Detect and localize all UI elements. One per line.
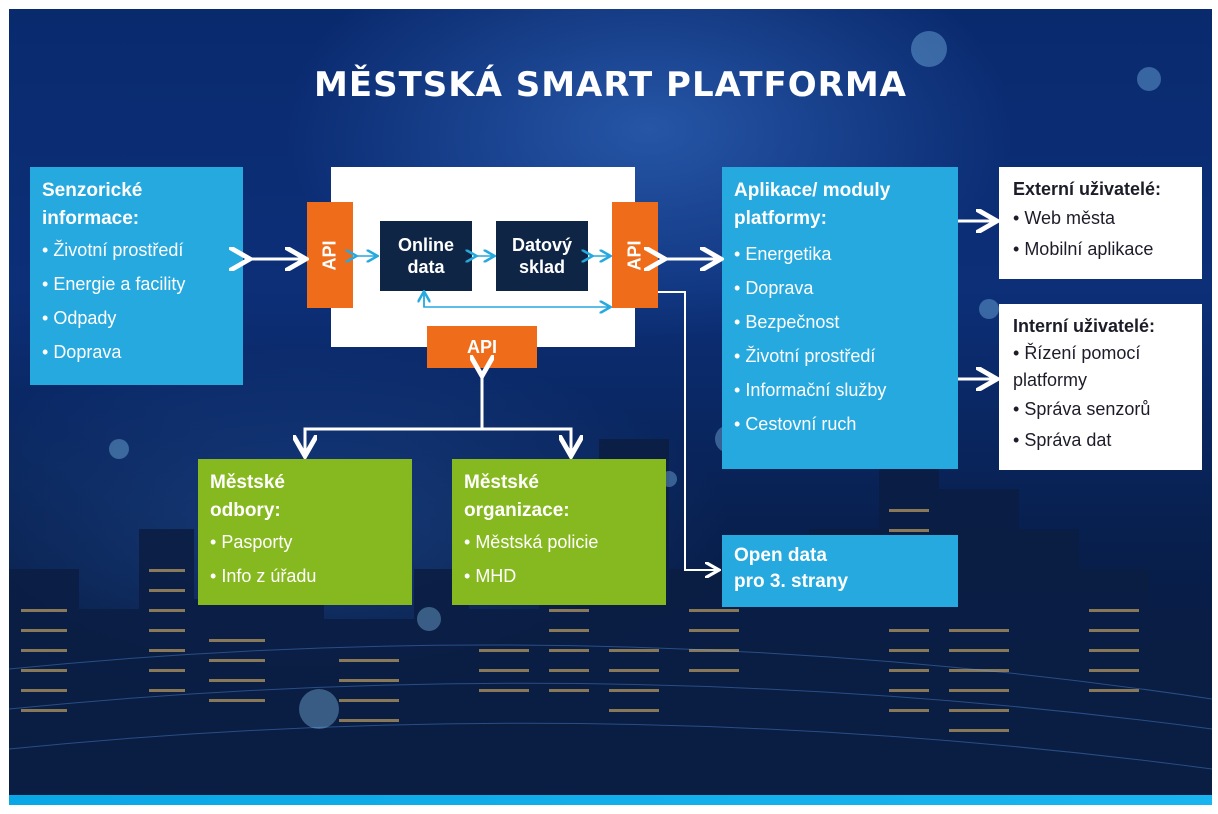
data-warehouse-label: Datový sklad: [511, 235, 573, 277]
app-item: Životní prostředí: [734, 339, 948, 373]
department-item: Info z úřadu: [210, 559, 402, 593]
apps-box: Aplikace/ moduly platformy: Energetika D…: [722, 167, 958, 469]
arrow-to-departments: [305, 427, 482, 453]
apps-list: Energetika Doprava Bezpečnost Životní pr…: [734, 237, 948, 441]
diagram-canvas: MĚSTSKÁ SMART PLATFORMA API API Online d…: [9, 9, 1212, 805]
internal-user-item: Řízení pomocí platformy: [1013, 340, 1163, 394]
bottom-accent-bar: [9, 795, 1212, 805]
departments-box: Městské odbory: Pasporty Info z úřadu: [198, 459, 412, 605]
city-skyline-background: [9, 31, 1212, 805]
app-item: Informační služby: [734, 373, 948, 407]
sensor-item: Energie a facility: [42, 267, 233, 301]
department-item: Pasporty: [210, 525, 402, 559]
external-users-box: Externí uživatelé: Web města Mobilní apl…: [999, 167, 1202, 279]
arrow-online-api-loop: [423, 295, 609, 307]
connectors-layer: [9, 9, 1212, 805]
external-users-list: Web města Mobilní aplikace: [1013, 203, 1192, 265]
sensor-item: Odpady: [42, 301, 233, 335]
external-user-item: Mobilní aplikace: [1013, 234, 1192, 265]
apps-title: Aplikace/ moduly platformy:: [734, 180, 891, 229]
api-left: API: [307, 202, 353, 308]
app-item: Cestovní ruch: [734, 407, 948, 441]
internal-users-box: Interní uživatelé: Řízení pomocí platfor…: [999, 304, 1202, 470]
arrow-to-organizations: [482, 427, 571, 453]
open-data-title: Open data pro 3. strany: [734, 545, 849, 592]
internal-users-list: Řízení pomocí platformy Správa senzorů S…: [1013, 340, 1192, 456]
internal-users-title: Interní uživatelé:: [1013, 316, 1156, 336]
online-data-label: Online data: [397, 235, 454, 277]
data-warehouse-box: Datový sklad: [496, 221, 588, 291]
departments-title: Městské odbory:: [210, 472, 285, 521]
organization-item: MHD: [464, 559, 656, 593]
page-title: MĚSTSKÁ SMART PLATFORMA: [314, 65, 907, 105]
organizations-list: Městská policie MHD: [464, 525, 656, 593]
open-data-box: Open data pro 3. strany: [722, 535, 958, 607]
api-bottom-label: API: [466, 336, 497, 357]
app-item: Doprava: [734, 271, 948, 305]
external-user-item: Web města: [1013, 203, 1192, 234]
sensor-item: Životní prostředí: [42, 233, 233, 267]
sensor-info-title: Senzorické informace:: [42, 180, 143, 229]
internal-user-item: Správa dat: [1013, 425, 1192, 456]
arrow-api-open-data: [658, 291, 717, 570]
app-item: Bezpečnost: [734, 305, 948, 339]
sensor-info-box: Senzorické informace: Životní prostředí …: [30, 167, 243, 385]
sensor-info-list: Životní prostředí Energie a facility Odp…: [42, 233, 233, 369]
organizations-box: Městské organizace: Městská policie MHD: [452, 459, 666, 605]
departments-list: Pasporty Info z úřadu: [210, 525, 402, 593]
organizations-title: Městské organizace:: [464, 472, 570, 521]
sensor-item: Doprava: [42, 335, 233, 369]
external-users-title: Externí uživatelé:: [1013, 179, 1162, 199]
organization-item: Městská policie: [464, 525, 656, 559]
app-item: Energetika: [734, 237, 948, 271]
online-data-box: Online data: [380, 221, 472, 291]
internal-user-item: Správa senzorů: [1013, 394, 1192, 425]
